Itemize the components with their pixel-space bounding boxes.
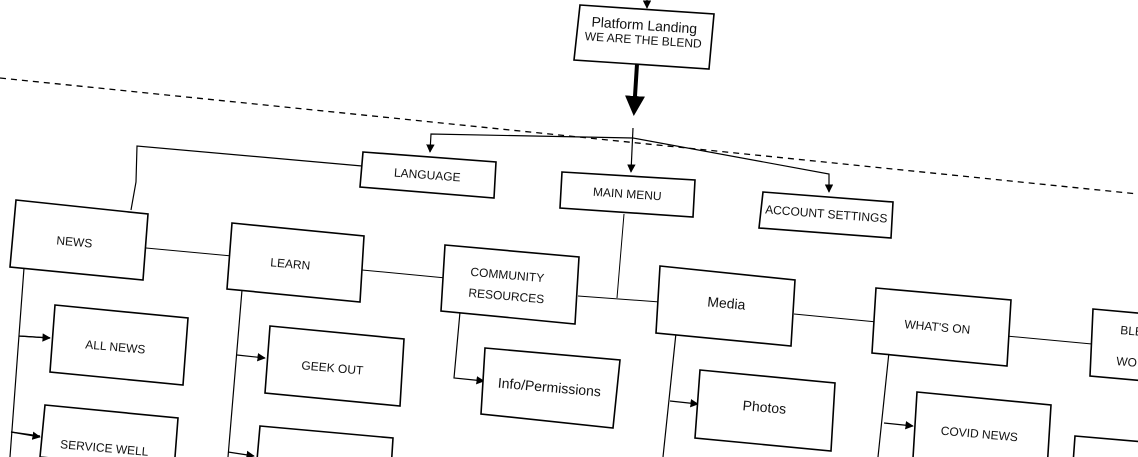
connector-main-down: [616, 213, 625, 299]
section-blend[interactable]: BLE WO: [1089, 308, 1138, 382]
arrow-covid-news: [883, 421, 914, 430]
child-blend-first[interactable]: [1072, 435, 1138, 457]
child-info-permissions[interactable]: Info/Permissions: [480, 347, 621, 429]
arrow-learn-second: [227, 450, 255, 457]
connector-learn-children: [227, 289, 243, 457]
main-menu-label: MAIN MENU: [593, 185, 662, 204]
learn-label: LEARN: [270, 255, 311, 272]
child-all-news[interactable]: ALL NEWS: [49, 304, 189, 386]
connector-top-branch: [426, 133, 634, 153]
connector-language-news: [130, 145, 363, 211]
root-arrow: [625, 63, 645, 116]
connector-sections: [145, 247, 1093, 345]
photos-label: Photos: [742, 397, 787, 417]
arrow-service-well: [10, 431, 41, 440]
community-label-line1: COMMUNITY: [470, 265, 545, 285]
connector-community-children: [453, 311, 485, 385]
connector-main-menu: [627, 127, 636, 173]
child-photos[interactable]: Photos: [694, 369, 836, 452]
whats-on-label: WHAT'S ON: [904, 317, 971, 337]
covid-news-label: COVID NEWS: [940, 424, 1018, 445]
child-geek-out[interactable]: GEEK OUT: [264, 325, 405, 407]
language-label: LANGUAGE: [394, 166, 462, 185]
child-covid-news[interactable]: COVID NEWS: [912, 391, 1052, 457]
account-settings-node[interactable]: ACCOUNT SETTINGS: [758, 191, 894, 239]
section-whats-on[interactable]: WHAT'S ON: [871, 287, 1012, 367]
connector-whatson-children: [877, 351, 890, 457]
section-community-resources[interactable]: COMMUNITY RESOURCES: [440, 244, 580, 325]
dashed-divider: [0, 77, 1138, 195]
media-label: Media: [707, 293, 747, 312]
community-label-line2: RESOURCES: [468, 286, 545, 307]
news-label: NEWS: [56, 233, 93, 250]
all-news-label: ALL NEWS: [85, 337, 146, 356]
root-title: Platform Landing: [591, 14, 698, 37]
section-news[interactable]: NEWS: [9, 199, 149, 281]
child-service-well[interactable]: SERVICE WELL: [39, 404, 179, 457]
blend-label-line2: WO: [1116, 354, 1138, 370]
language-node[interactable]: LANGUAGE: [359, 151, 497, 199]
section-media[interactable]: Media: [655, 265, 796, 347]
root-node[interactable]: Platform Landing WE ARE THE BLEND: [573, 4, 715, 70]
connector-media-children: [662, 332, 677, 457]
arrow-geek-out: [236, 353, 266, 362]
section-learn[interactable]: LEARN: [226, 222, 365, 303]
service-well-label: SERVICE WELL: [60, 437, 150, 457]
geek-out-label: GEEK OUT: [301, 358, 365, 377]
arrow-all-news: [18, 333, 51, 342]
child-learn-second[interactable]: [256, 425, 394, 457]
arrow-photos: [669, 399, 699, 408]
connector-top-branch-right: [632, 137, 834, 193]
main-menu-node[interactable]: MAIN MENU: [559, 171, 696, 218]
blend-label-line1: BLE: [1120, 323, 1138, 339]
